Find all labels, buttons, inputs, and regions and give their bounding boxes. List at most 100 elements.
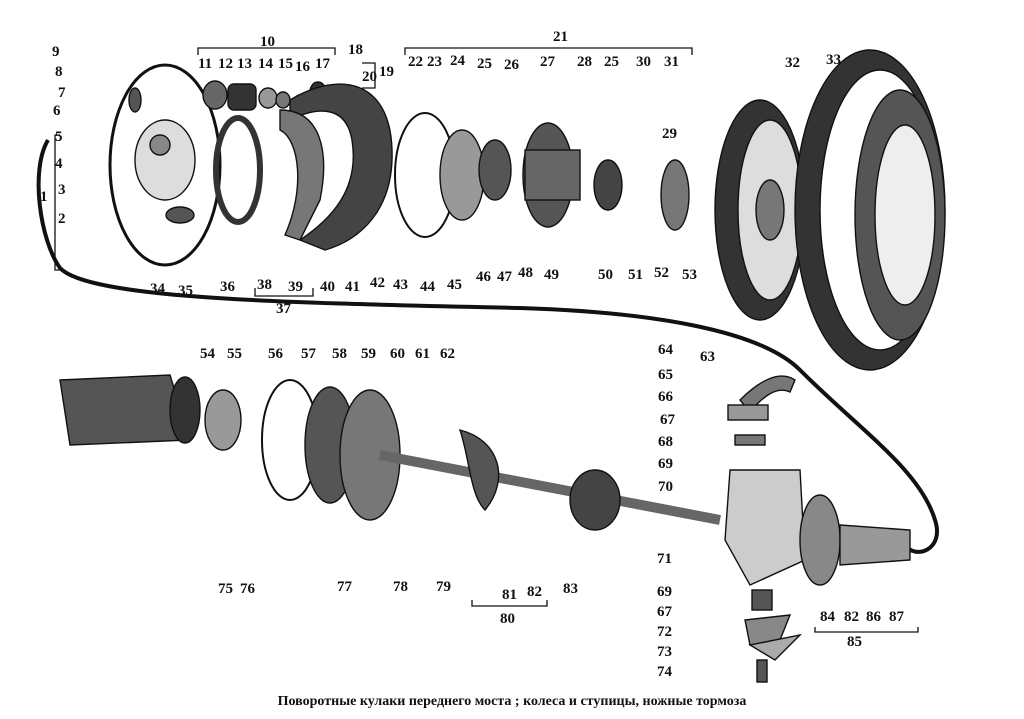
part-label: 64 <box>658 342 673 358</box>
group-label: 85 <box>847 634 862 650</box>
part-label: 7 <box>58 85 66 101</box>
brake-backing-plate <box>108 63 222 267</box>
part-label: 61 <box>415 346 430 362</box>
part-label: 5 <box>55 129 63 145</box>
joint-yoke <box>458 429 500 512</box>
part-label: 24 <box>450 53 465 69</box>
part-label: 26 <box>504 57 519 73</box>
lower-king-pin <box>751 589 773 611</box>
part-label: 48 <box>518 265 533 281</box>
steering-arm <box>739 375 796 414</box>
part-label: 47 <box>497 269 512 285</box>
part-label: 66 <box>658 389 673 405</box>
part-label: 50 <box>598 267 613 283</box>
part-label: 59 <box>361 346 376 362</box>
brake-shoe-lining <box>279 109 325 241</box>
part-label: 82 <box>844 609 859 625</box>
part-label: 25 <box>477 56 492 72</box>
part-label: 58 <box>332 346 347 362</box>
part-label: 83 <box>563 581 578 597</box>
part-label: 74 <box>657 664 672 680</box>
part-label: 65 <box>658 367 673 383</box>
steering-knuckle <box>724 469 806 586</box>
brake-shoe <box>289 83 393 251</box>
group-label: 37 <box>276 301 291 317</box>
part-label: 69 <box>658 456 673 472</box>
part-label: 69 <box>657 584 672 600</box>
part-label: 3 <box>58 182 66 198</box>
part-label: 16 <box>295 59 310 75</box>
part-label: 67 <box>657 604 672 620</box>
lower-plate <box>748 633 803 661</box>
part-label: 22 <box>408 54 423 70</box>
part-label: 82 <box>527 584 542 600</box>
part-label: 86 <box>866 609 881 625</box>
part-label: 55 <box>227 346 242 362</box>
part-label: 11 <box>198 56 213 72</box>
part-label: 60 <box>390 346 405 362</box>
part-label: 13 <box>237 56 252 72</box>
part-label: 23 <box>427 54 442 70</box>
bracket-21 <box>404 47 693 55</box>
part-label: 72 <box>657 624 672 640</box>
part-label: 27 <box>540 54 555 70</box>
part-label: 14 <box>258 56 273 72</box>
part-label: 32 <box>785 55 800 71</box>
part-label: 15 <box>278 56 293 72</box>
bracket-37 <box>254 288 314 297</box>
part-label: 49 <box>544 267 559 283</box>
part-label: 43 <box>393 277 408 293</box>
part-label: 44 <box>420 279 435 295</box>
bearing <box>478 139 512 201</box>
part-label: 42 <box>370 275 385 291</box>
wheel-rim <box>794 49 946 371</box>
part-label: 34 <box>150 281 165 297</box>
hub-seal <box>439 129 485 221</box>
figure-caption: Поворотные кулаки переднего моста ; коле… <box>277 694 747 709</box>
bracket-19 <box>362 62 376 89</box>
part-label: 75 <box>218 581 233 597</box>
axle-shaft <box>379 450 721 525</box>
part-label: 79 <box>436 579 451 595</box>
brake-drum <box>714 99 806 321</box>
group-label: 80 <box>500 611 515 627</box>
part-label: 38 <box>257 277 272 293</box>
part-label: 39 <box>288 279 303 295</box>
cv-joint-ball <box>569 469 621 531</box>
part-label: 35 <box>178 283 193 299</box>
part-label: 12 <box>218 56 233 72</box>
part-label: 4 <box>55 156 63 172</box>
part-label: 17 <box>315 56 330 72</box>
knuckle-flange <box>799 494 841 586</box>
group-label: 21 <box>553 29 568 45</box>
bracket-1 <box>54 134 60 271</box>
brake-pipe <box>36 138 939 554</box>
part-label: 45 <box>447 277 462 293</box>
part-label: 40 <box>320 279 335 295</box>
lower-bolt <box>756 659 768 683</box>
part-label: 54 <box>200 346 215 362</box>
king-pin-cap <box>727 404 769 421</box>
part-label: 77 <box>337 579 352 595</box>
part-label: 46 <box>476 269 491 285</box>
part-label: 8 <box>55 64 63 80</box>
bearing-outer <box>593 159 623 211</box>
part-label: 87 <box>889 609 904 625</box>
spindle <box>839 524 911 566</box>
part-label: 84 <box>820 609 835 625</box>
bracket-10 <box>197 47 336 55</box>
part-label: 68 <box>658 434 673 450</box>
king-pin-bushing <box>734 434 766 446</box>
part-label: 29 <box>662 126 677 142</box>
seal-ring <box>213 115 263 225</box>
part-label: 57 <box>301 346 316 362</box>
part-label: 6 <box>53 103 61 119</box>
part-label: 33 <box>826 52 841 68</box>
part-label: 52 <box>654 265 669 281</box>
part-label: 71 <box>657 551 672 567</box>
part-label: 28 <box>577 54 592 70</box>
part-label: 2 <box>58 211 66 227</box>
group-label: 19 <box>379 64 394 80</box>
part-label: 25 <box>604 54 619 70</box>
